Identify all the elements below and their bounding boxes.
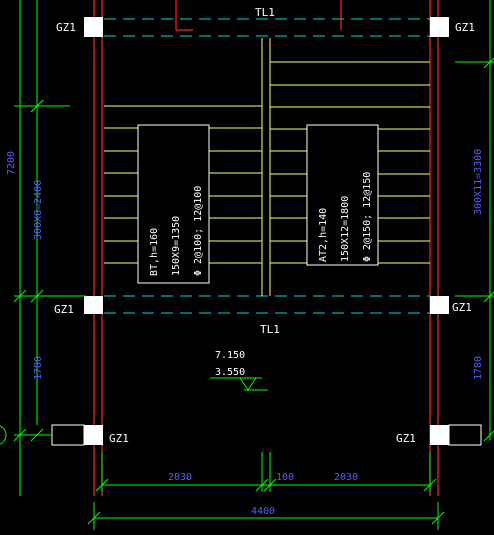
axis-bubble xyxy=(0,425,7,445)
stair-left-line1: BT,h=160 xyxy=(149,228,160,276)
column-top-left xyxy=(84,17,103,37)
dim-bottom-a: 2030 xyxy=(168,472,192,483)
stair-treads xyxy=(104,38,430,296)
dim-bottom-total: 4400 xyxy=(251,506,275,517)
column-top-right xyxy=(430,17,449,37)
dim-left-lower: 1780 xyxy=(33,356,44,380)
beam-centerlines xyxy=(104,18,430,314)
dim-left-total: 7200 xyxy=(6,151,17,175)
column-label-bottom-right: GZ1 xyxy=(396,432,416,445)
column-mid-right xyxy=(430,296,449,314)
dim-right-upper: 300X11=3300 xyxy=(473,149,484,215)
stair-left-line3: Φ 2@100; 12@100 xyxy=(193,186,204,276)
stair-right-line3: Φ 2@150; 12@150 xyxy=(362,172,373,262)
walls xyxy=(93,0,439,496)
columns xyxy=(84,17,449,445)
dim-lines-bottom xyxy=(87,452,445,530)
column-label-mid-left: GZ1 xyxy=(54,303,74,316)
beam-label-top: TL1 xyxy=(255,6,275,19)
column-label-top-right: GZ1 xyxy=(455,21,475,34)
column-mid-left xyxy=(84,296,103,314)
dim-bottom-c: 2030 xyxy=(334,472,358,483)
stair-label-box-right xyxy=(306,124,379,266)
column-label-bottom-left: GZ1 xyxy=(109,432,129,445)
elevation-marker xyxy=(210,377,268,391)
dim-left-upper: 300X8=2400 xyxy=(33,180,44,240)
column-bottom-left xyxy=(84,425,103,445)
stair-label-box-left xyxy=(137,124,210,284)
stair-right-line2: 150X12=1800 xyxy=(340,196,351,262)
column-label-top-left: GZ1 xyxy=(56,21,76,34)
dim-lines-left xyxy=(13,0,86,496)
dim-lines-right xyxy=(455,0,494,442)
elevation-label-1: 7.150 xyxy=(215,350,245,361)
column-label-mid-right: GZ1 xyxy=(452,301,472,314)
dim-bottom-b: 100 xyxy=(276,472,294,483)
stair-left-line2: 150X9=1350 xyxy=(171,216,182,276)
beam-label-mid: TL1 xyxy=(260,323,280,336)
dim-right-lower: 1780 xyxy=(473,356,484,380)
stair-right-line1: AT2,h=140 xyxy=(318,208,329,262)
elevation-label-2: 3.550 xyxy=(215,367,245,378)
column-bottom-right xyxy=(430,425,449,445)
